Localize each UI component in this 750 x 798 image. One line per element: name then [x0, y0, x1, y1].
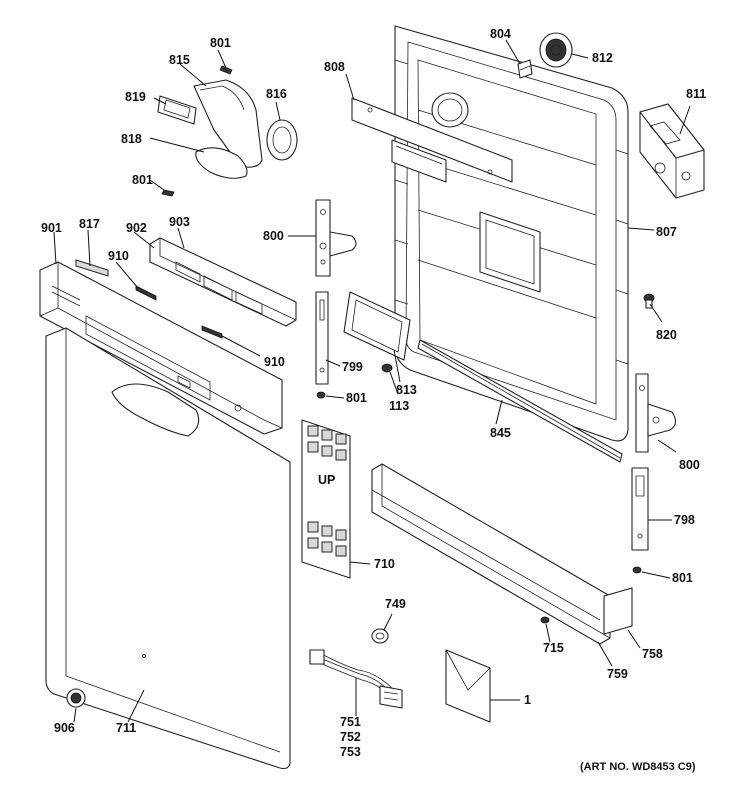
callout-816: 816	[266, 87, 287, 101]
callout-906: 906	[54, 721, 75, 735]
callout-800-upper: 800	[263, 229, 284, 243]
vent-gasket-part	[157, 95, 197, 125]
detergent-dispenser-part	[639, 103, 705, 199]
callout-801-lower: 801	[672, 571, 693, 585]
callout-903: 903	[169, 215, 190, 229]
callout-811: 811	[686, 87, 706, 101]
screw-part-a	[219, 65, 233, 75]
callout-812: 812	[592, 51, 613, 65]
callout-801-hinge: 801	[346, 391, 367, 405]
callout-820: 820	[656, 328, 677, 342]
callout-818: 818	[121, 132, 142, 146]
callout-819: 819	[125, 90, 146, 104]
outer-door-panel-part	[45, 327, 291, 770]
callout-800-lower: 800	[679, 458, 700, 472]
callout-804: 804	[490, 27, 511, 41]
vent-ring-part	[266, 119, 298, 161]
bottom-rail-part	[371, 463, 611, 645]
callout-817: 817	[79, 217, 100, 231]
callout-807: 807	[656, 225, 677, 239]
door-gasket-strip-part	[417, 339, 623, 463]
callout-798: 798	[674, 513, 695, 527]
bottom-trim-part	[603, 587, 633, 635]
callout-815: 815	[169, 53, 190, 67]
callout-799: 799	[342, 360, 363, 374]
control-panel-part	[39, 261, 283, 435]
callout-801-vent: 801	[132, 173, 153, 187]
control-board-part	[149, 237, 297, 327]
screw-part-d	[632, 566, 642, 574]
callout-labels: 801 815 819 816 818 801 817 901 902 903 …	[41, 27, 706, 773]
callout-710: 710	[374, 557, 395, 571]
control-panel-trim-part	[75, 259, 109, 277]
insulation-part: UP	[301, 419, 351, 579]
clip-part	[540, 616, 550, 624]
door-button-part	[66, 688, 86, 708]
fill-funnel-cap-part	[539, 32, 573, 68]
callout-808: 808	[324, 60, 345, 74]
lower-hinge-link-part	[631, 467, 649, 551]
dispenser-screw-part	[643, 293, 655, 309]
inner-door-panel-part	[394, 25, 629, 442]
callout-752: 752	[340, 730, 361, 744]
vent-cover-part	[195, 147, 248, 179]
screw-part-b	[161, 189, 175, 197]
callout-749: 749	[385, 597, 406, 611]
callout-1: 1	[524, 693, 531, 707]
callout-113: 113	[389, 399, 409, 413]
callout-910-bottom: 910	[264, 355, 285, 369]
callout-813: 813	[396, 383, 417, 397]
callout-758: 758	[642, 647, 663, 661]
callout-845: 845	[490, 426, 511, 440]
leader-lines	[53, 39, 691, 723]
bracket-clip-part	[517, 59, 533, 79]
callout-715: 715	[543, 641, 564, 655]
callout-902: 902	[126, 221, 147, 235]
dispenser-gasket-part	[343, 291, 411, 361]
vent-bracket-part	[351, 97, 513, 183]
upper-hinge-part	[315, 199, 357, 277]
callout-711: 711	[116, 721, 136, 735]
callout-910-top: 910	[108, 249, 129, 263]
wire-clamp-part	[371, 628, 389, 644]
up-label: UP	[318, 473, 335, 487]
art-number: (ART NO. WD8453 C9)	[580, 761, 696, 773]
literature-part	[445, 649, 491, 723]
connector-part-a	[135, 285, 157, 301]
lower-hinge-part	[635, 373, 677, 453]
callout-901: 901	[41, 221, 62, 235]
callout-759: 759	[607, 667, 628, 681]
hinge-link-part	[315, 291, 329, 385]
connector-part-b	[201, 325, 223, 339]
nut-part	[381, 363, 393, 373]
callout-753: 753	[340, 745, 361, 759]
callout-751: 751	[340, 715, 361, 729]
screw-part-c	[316, 391, 326, 399]
callout-801-top: 801	[210, 36, 231, 50]
wire-harness-part	[309, 649, 403, 709]
